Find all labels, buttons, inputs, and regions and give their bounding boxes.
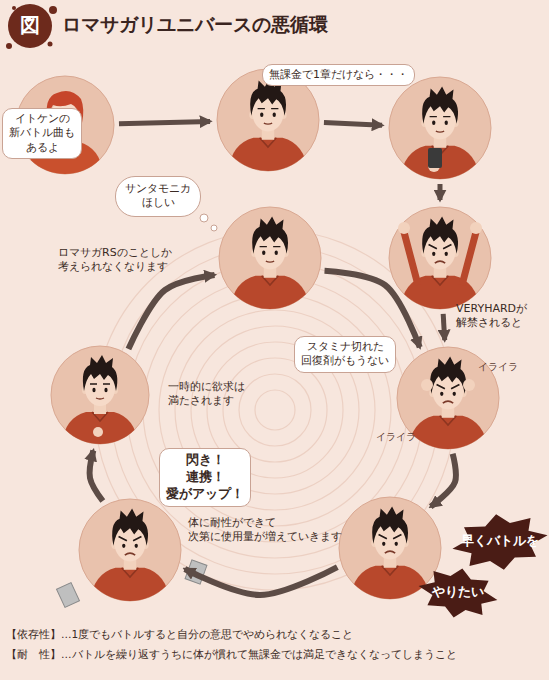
flow-arrow [324,123,382,126]
title-splotch [6,4,57,49]
figure-badge: 図 [20,12,40,38]
circle-shape [339,497,441,599]
node-text: イトケンの 新バトル曲も あるよ [2,108,82,159]
cycle-circle: イトケンの 新バトル曲も あるよ [15,75,115,175]
node-text: サンタモニカ ほしい [115,176,201,217]
cycle-circle: 無課金で1章だけなら・・・ [216,68,320,172]
edge-label: 体に耐性ができて 次第に使用量が増えていきます [188,516,342,545]
node-text: ロマサガRSのことしか 考えられなくなります [58,246,172,275]
flow-arrow [431,454,456,507]
flow-arrow [90,451,103,501]
cycle-circle: サンタモニカ ほしいロマサガRSのことしか 考えられなくなります [218,206,322,310]
cycle-circle: 閃き！ 連携！ 愛がアップ！ [78,498,182,602]
node-text: 無課金で1章だけなら・・・ [262,64,415,86]
circle-outline [388,206,492,310]
flow-arrow [128,275,214,349]
circle-shape [51,346,149,444]
circle-outline [338,496,442,600]
cycle-circle: 一時的に欲求は 満たされます [50,345,150,445]
emotion-note: イライラ [478,360,518,373]
node-text: やりたい [432,584,484,601]
flow-arrow [185,567,338,595]
node-text: 一時的に欲求は 満たされます [168,380,245,409]
cycle-circle [388,76,492,180]
node-text: VERYHARDが 解禁されると [456,302,527,331]
circle-shape [389,77,491,179]
cycle-circle: 早くバトルをやりたい [338,496,442,600]
flow-arrow [119,121,210,123]
diagram-title: ロマサガリユニバースの悪循環 [62,12,328,37]
footnote: 【耐 性】…バトルを繰り返すうちに体が慣れて無課金では満足できなくなってしまうこ… [6,648,457,662]
footnote: 【依存性】…1度でもバトルすると自分の意思でやめられなくなること [6,628,353,642]
circle-shape [389,207,491,309]
circle-outline [218,206,322,310]
thought-trail [200,214,217,231]
node-text: 閃き！ 連携！ 愛がアップ！ [159,448,251,507]
node-text: スタミナ切れた 回復剤がもうない [294,336,396,373]
circle-outline [78,498,182,602]
node-text: 早くバトルを [461,533,539,550]
circle-outline [388,76,492,180]
cycle-circle: VERYHARDが 解禁されると [388,206,492,310]
circle-shape [79,499,181,601]
flow-arrow [325,271,420,348]
flow-arrow [443,314,444,340]
circle-outline [50,345,150,445]
emotion-note: イライラ [376,430,416,443]
circle-shape [219,207,321,309]
flow-arrow [438,184,443,200]
